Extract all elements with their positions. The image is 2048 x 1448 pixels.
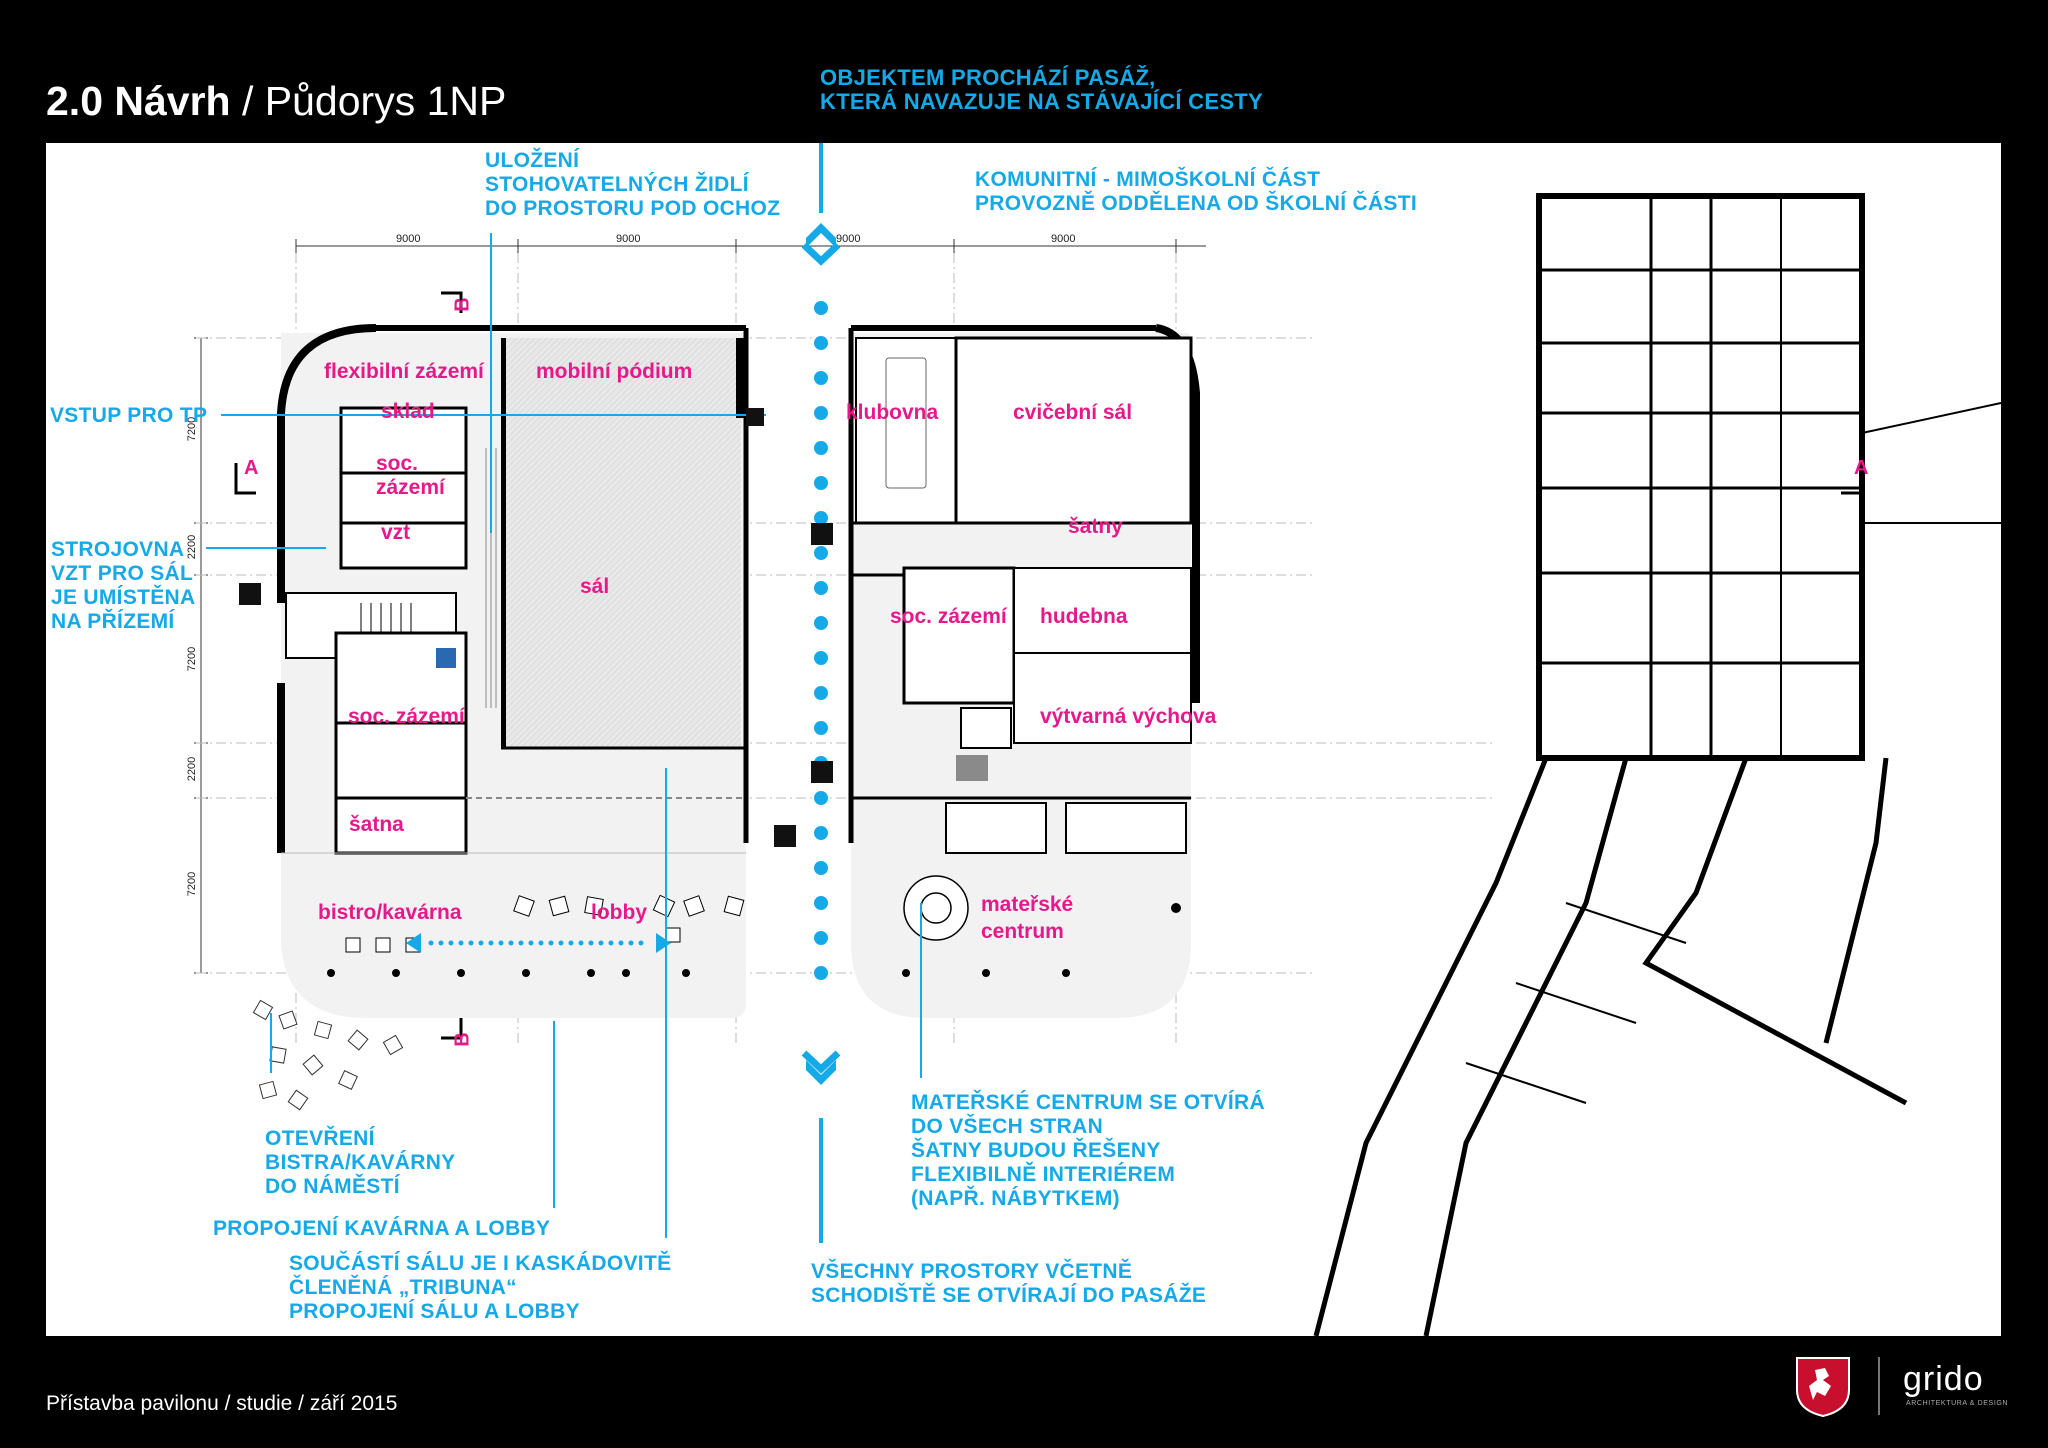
bistro-lobby-arrow	[406, 933, 671, 953]
passage-arrow	[801, 143, 841, 1243]
room-materske-centrum-a: mateřské	[981, 893, 1074, 916]
room-soc-zazemi-3: soc. zázemí	[890, 605, 1007, 628]
room-materske-centrum-b: centrum	[981, 920, 1064, 943]
annotation-vstup: VSTUP PRO TP	[50, 404, 208, 427]
logo-divider	[1878, 1357, 1880, 1415]
left-building	[277, 324, 749, 1018]
room-soc-zazemi-1b: zázemí	[376, 476, 445, 499]
grido-logo: grido	[1903, 1360, 1984, 1398]
annotation-propojeni: PROPOJENÍ KAVÁRNA A LOBBY	[213, 1217, 551, 1240]
room-soc-zazemi-1a: soc.	[376, 452, 419, 475]
annotation-soucasti: SOUČÁSTÍ SÁLU JE I KASKÁDOVITĚ ČLENĚNÁ „…	[289, 1252, 672, 1323]
existing-building	[1313, 193, 2001, 1336]
dim-label: 9000	[836, 233, 861, 245]
room-satny: šatny	[1068, 515, 1123, 538]
dim-label: 9000	[1051, 233, 1076, 245]
section-mark-b-bottom: B	[451, 1032, 474, 1047]
floor-plan-drawing	[194, 143, 2001, 1336]
section-mark-a-right: A	[1854, 457, 1869, 479]
room-satna: šatna	[349, 813, 404, 836]
room-sal: sál	[580, 575, 610, 598]
room-lobby: lobby	[591, 901, 647, 924]
dim-label: 2200	[186, 756, 199, 782]
leader-lines	[206, 233, 922, 1238]
annotation-zidle: ULOŽENÍ STOHOVATELNÝCH ŽIDLÍ DO PROSTORU…	[485, 149, 781, 220]
outdoor-seating	[252, 999, 404, 1111]
room-vzt: vzt	[381, 521, 411, 544]
section-mark-b-top: B	[451, 297, 474, 312]
floor-plan-panel: 9000 9000 9000 9000 7200 2200 7200 2200 …	[46, 143, 2001, 1336]
page-title-bold: 2.0 Návrh	[46, 78, 231, 124]
annotation-strojovna: STROJOVNA VZT PRO SÁL JE UMÍSTĚNA NA PŘÍ…	[51, 538, 196, 633]
passage-dots	[814, 301, 828, 980]
annotation-komunitni: KOMUNITNÍ - MIMOŠKOLNÍ ČÁST PROVOZNĚ ODD…	[975, 168, 1417, 215]
room-cvicebni-sal: cvičební sál	[1013, 401, 1133, 424]
page-title: 2.0 Návrh / Půdorys 1NP	[46, 78, 506, 125]
grido-logo-tagline: ARCHITEKTURA & DESIGN	[1906, 1400, 2009, 1407]
room-flexibilni-zazemi: flexibilní zázemí	[324, 360, 484, 383]
room-hudebna: hudebna	[1040, 605, 1128, 628]
coat-of-arms-icon	[1796, 1357, 1850, 1418]
dim-label: 7200	[186, 871, 199, 897]
dim-label: 9000	[396, 233, 421, 245]
room-vytvarna-vychova: výtvarná výchova	[1040, 705, 1217, 728]
right-building	[848, 324, 1200, 1018]
page-title-rest: / Půdorys 1NP	[230, 78, 507, 124]
annotation-materske: MATEŘSKÉ CENTRUM SE OTVÍRÁ DO VŠECH STRA…	[911, 1091, 1265, 1210]
annotation-vsechny: VŠECHNY PROSTORY VČETNĚ SCHODIŠTĚ SE OTV…	[811, 1260, 1207, 1307]
footer-caption: Přístavba pavilonu / studie / září 2015	[46, 1392, 398, 1415]
entrance-markers	[239, 408, 833, 847]
dim-label: 7200	[186, 646, 199, 672]
dim-label: 9000	[616, 233, 641, 245]
room-soc-zazemi-2: soc. zázemí	[348, 705, 465, 728]
room-mobilni-podium: mobilní pódium	[536, 360, 693, 383]
section-mark-a-left: A	[244, 457, 259, 479]
annotation-otevreni: OTEVŘENÍ BISTRA/KAVÁRNY DO NÁMĚSTÍ	[265, 1127, 456, 1198]
room-klubovna: klubovna	[846, 401, 939, 424]
annotation-pasaz: OBJEKTEM PROCHÁZÍ PASÁŽ, KTERÁ NAVAZUJE …	[820, 65, 1264, 114]
room-bistro-kavarna: bistro/kavárna	[318, 901, 462, 924]
room-sklad: sklad	[381, 400, 435, 423]
